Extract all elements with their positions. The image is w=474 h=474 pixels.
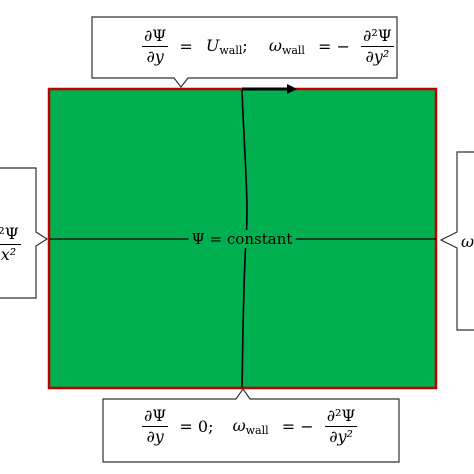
bottom-omega-wall: ωwall [232,415,269,437]
bottom-lhs-denominator: ∂y [146,427,164,446]
top-lhs-numerator: ∂Ψ [142,26,169,47]
stream-function-constant-label: Ψ = constant [188,230,296,248]
left-callout-box [0,167,49,299]
bottom-omega-equals: = − [281,416,314,436]
bottom-rhs-denominator: ∂y² [329,427,353,446]
right-callout-box [439,151,474,331]
top-omega-equals: = − [318,36,350,56]
top-omega-wall: ωwall [268,35,305,57]
right-boundary-condition: ω [461,234,474,250]
top-rhs-numerator: ∂²Ψ [361,26,394,47]
top-rhs-fraction: ∂²Ψ ∂y² [361,28,394,65]
bottom-lhs-numerator: ∂Ψ [142,406,169,427]
left-fraction: ∂²Ψ ∂x² [0,226,21,263]
bottom-lhs-rhs: = 0; [179,416,214,436]
top-lhs-denominator: ∂y [146,47,164,66]
left-boundary-condition: ∂²Ψ ∂x² [0,226,23,263]
top-callout-box [91,16,398,88]
top-lhs-fraction: ∂Ψ ∂y [142,26,169,66]
bottom-callout-box [102,387,400,463]
bottom-boundary-condition: ∂Ψ ∂y = 0; ωwall = − ∂²Ψ ∂y² [140,408,359,445]
center-label-text: Ψ = constant [191,230,293,248]
lid-velocity-arrowhead [287,84,297,94]
top-boundary-condition: ∂Ψ ∂y = Uwall; ωwall = − ∂²Ψ ∂y² [140,28,396,65]
bottom-lhs-fraction: ∂Ψ ∂y [142,406,169,446]
top-wall-velocity: Uwall; [205,35,248,57]
bottom-rhs-fraction: ∂²Ψ ∂y² [324,406,358,446]
bottom-rhs-numerator: ∂²Ψ [324,406,358,427]
left-numerator: ∂²Ψ [0,226,21,245]
right-omega-symbol: ω [461,232,474,251]
top-lhs-equals: = [179,36,193,56]
left-denominator: ∂x² [0,245,17,264]
top-rhs-denominator: ∂y² [365,47,390,66]
